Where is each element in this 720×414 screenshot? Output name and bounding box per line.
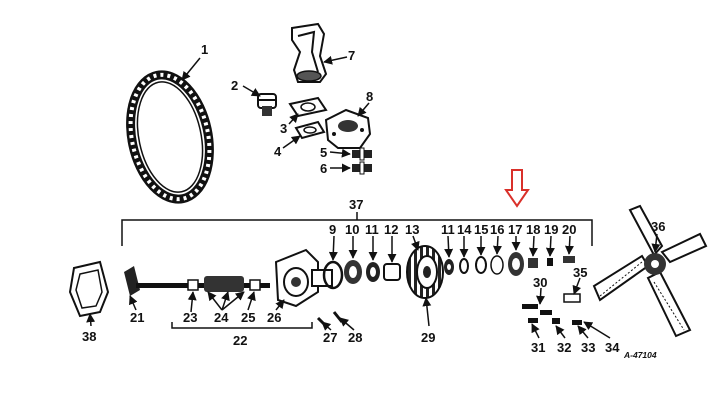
label-26: 26 <box>267 310 281 325</box>
label-32: 32 <box>557 340 571 355</box>
thermostat-housing <box>324 108 372 149</box>
label-25: 25 <box>241 310 255 325</box>
leader-lines <box>86 55 661 339</box>
label-19: 19 <box>544 222 558 237</box>
label-7: 7 <box>348 48 355 63</box>
label-33: 33 <box>581 340 595 355</box>
label-1: 1 <box>201 42 208 57</box>
callout-labels: 1 2 3 4 5 6 7 8 9 10 11 12 13 11 14 15 1… <box>82 42 665 360</box>
assembly-bracket-37 <box>121 212 593 246</box>
label-11a: 11 <box>365 222 379 237</box>
seal-ring-9 <box>322 260 344 290</box>
label-2: 2 <box>231 78 238 93</box>
bracket-22 <box>171 322 313 329</box>
label-38: 38 <box>82 329 96 344</box>
label-8: 8 <box>366 89 373 104</box>
plug-20 <box>563 256 575 263</box>
ring-14 <box>459 258 469 274</box>
bolt-28 <box>332 311 344 323</box>
pump-shaft <box>124 266 196 296</box>
label-6: 6 <box>320 161 327 176</box>
gasket-upper <box>288 96 328 118</box>
label-10: 10 <box>345 222 359 237</box>
label-17: 17 <box>508 222 522 237</box>
label-9: 9 <box>329 222 336 237</box>
label-29: 29 <box>421 330 435 345</box>
label-35: 35 <box>573 265 587 280</box>
clamp-bolt-6 <box>352 161 372 175</box>
nut-18 <box>528 258 538 268</box>
pin-19 <box>547 258 553 266</box>
label-5: 5 <box>320 145 327 160</box>
label-31: 31 <box>531 340 545 355</box>
pump-gasket <box>68 260 110 318</box>
fasteners-cluster <box>522 293 582 325</box>
label-12: 12 <box>384 222 398 237</box>
spacer-12 <box>383 263 401 281</box>
bearing-11b <box>444 259 454 275</box>
label-11b: 11 <box>441 222 455 237</box>
gasket-lower <box>294 120 326 140</box>
bearing-11a <box>366 262 380 282</box>
figure-code: A-47104 <box>623 350 657 360</box>
label-22: 22 <box>233 333 247 348</box>
label-23: 23 <box>183 310 197 325</box>
label-3: 3 <box>280 121 287 136</box>
label-30: 30 <box>533 275 547 290</box>
label-18: 18 <box>526 222 540 237</box>
label-20: 20 <box>562 222 576 237</box>
label-36: 36 <box>651 219 665 234</box>
label-16: 16 <box>490 222 504 237</box>
washer-17 <box>508 252 524 276</box>
label-28: 28 <box>348 330 362 345</box>
clamp-bolt-5 <box>352 147 372 161</box>
seal-16 <box>490 255 504 275</box>
label-24: 24 <box>214 310 229 325</box>
impeller-shaft <box>187 276 270 292</box>
label-13: 13 <box>405 222 419 237</box>
highlight-arrow <box>504 169 530 208</box>
fan-belt <box>126 70 214 204</box>
label-15: 15 <box>474 222 488 237</box>
water-outlet-elbow <box>291 22 328 83</box>
label-37: 37 <box>349 197 363 212</box>
label-14: 14 <box>457 222 472 237</box>
label-4: 4 <box>274 144 282 159</box>
fan-blade-assembly <box>592 204 708 338</box>
ring-15 <box>475 256 487 274</box>
bearing-10 <box>344 260 362 284</box>
label-27: 27 <box>323 330 337 345</box>
label-34: 34 <box>605 340 620 355</box>
pulley-hub-13 <box>406 245 444 299</box>
thermostat-fitting <box>257 93 277 116</box>
label-21: 21 <box>130 310 144 325</box>
